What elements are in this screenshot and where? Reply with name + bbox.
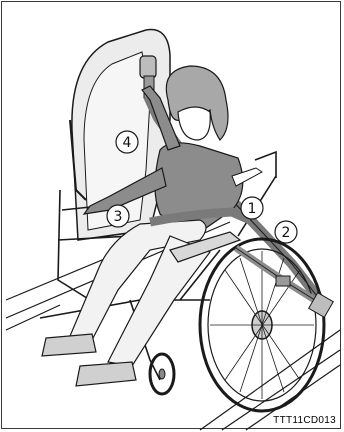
wheelchair-front-caster [150, 354, 174, 394]
callout-1: 1 [241, 197, 263, 219]
svg-text:4: 4 [123, 135, 132, 151]
callout-2: 2 [275, 221, 297, 243]
svg-text:2: 2 [282, 225, 291, 241]
figure-code: TTT11CD013 [273, 415, 336, 426]
svg-text:3: 3 [114, 209, 123, 225]
callout-4: 4 [116, 131, 138, 153]
callout-3: 3 [107, 205, 129, 227]
svg-text:1: 1 [248, 201, 257, 217]
